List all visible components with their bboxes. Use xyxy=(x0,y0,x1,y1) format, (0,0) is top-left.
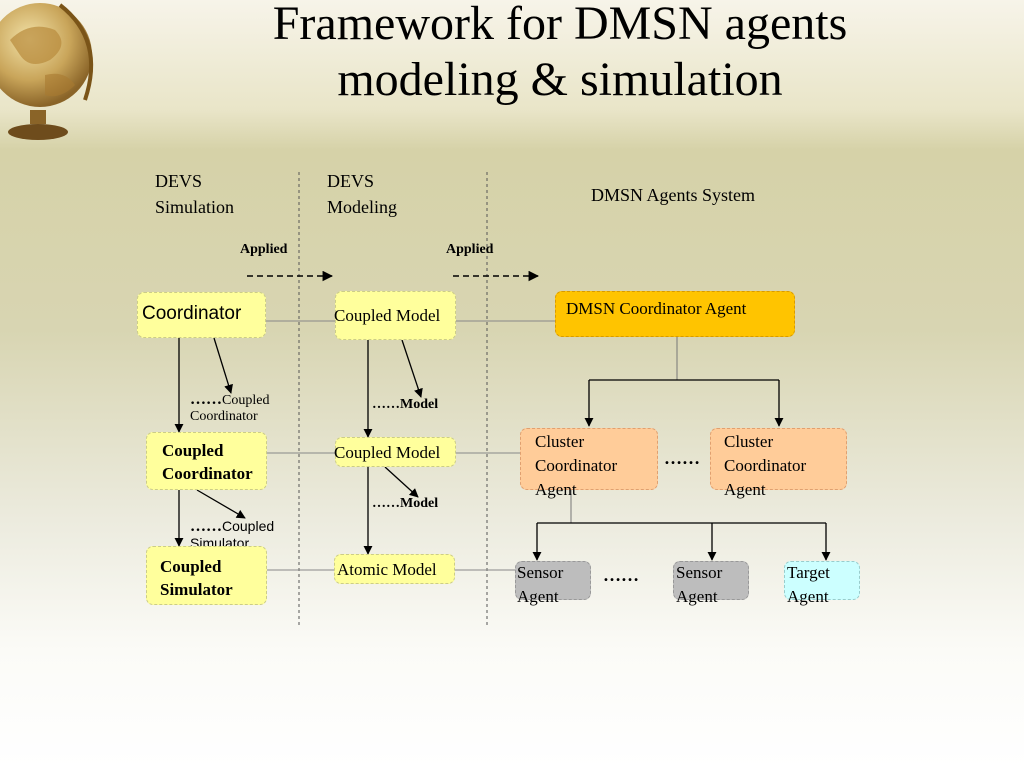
coupled-model-label-1: Coupled Model xyxy=(334,306,441,325)
dots-1: …… xyxy=(190,391,222,408)
header-devs-simulation-line2: Simulation xyxy=(155,197,235,217)
target-line2: Agent xyxy=(787,587,829,606)
dots-2: …… xyxy=(190,518,222,535)
coupled-model-box-1: Coupled Model xyxy=(334,291,456,340)
coupled-coordinator-note-line2: Coordinator xyxy=(190,409,258,424)
cluster-1-line3: Agent xyxy=(535,480,577,499)
sensor-1-line1: Sensor xyxy=(517,563,564,582)
cluster-2-line2: Coordinator xyxy=(724,456,807,475)
coupled-coordinator-box: Coupled Coordinator xyxy=(146,432,267,490)
dmsn-coordinator-agent-label: DMSN Coordinator Agent xyxy=(566,299,747,318)
arrow-coordinator-diag xyxy=(213,337,233,394)
cluster-2-line1: Cluster xyxy=(724,432,774,451)
target-line1: Target xyxy=(787,563,830,582)
title-line-2: modeling & simulation xyxy=(337,53,783,106)
coupled-coordinator-note: ……Coupled Coordinator xyxy=(190,392,269,425)
sensor-2-line1: Sensor xyxy=(676,563,723,582)
atomic-model-box: Atomic Model xyxy=(334,554,455,584)
header-devs-simulation-line1: DEVS xyxy=(155,171,203,191)
cluster-1-line1: Cluster xyxy=(535,432,585,451)
coupled-simulator-note-line1: Coupled xyxy=(222,518,275,534)
header-devs-modeling: DEVS Modeling xyxy=(327,168,397,220)
cluster-dots: …… xyxy=(664,448,700,468)
sensor-agent-1: Sensor Agent xyxy=(515,561,591,606)
header-dmsn-agents-system: DMSN Agents System xyxy=(591,185,756,205)
dmsn-coordinator-agent-box: DMSN Coordinator Agent xyxy=(555,291,795,337)
globe-icon xyxy=(0,3,94,140)
arrow-coupled-coord-diag xyxy=(196,489,246,519)
coupled-simulator-line2: Simulator xyxy=(160,580,233,599)
coupled-coordinator-line1: Coupled xyxy=(162,441,224,460)
atomic-model-label: Atomic Model xyxy=(337,560,437,579)
title-line-1: Framework for DMSN agents xyxy=(272,0,848,50)
cluster-coordinator-agent-1: Cluster Coordinator Agent xyxy=(520,428,658,499)
sensor-dots: …… xyxy=(603,565,639,585)
page-title: Framework for DMSN agents modeling & sim… xyxy=(160,0,960,106)
coordinator-box: Coordinator xyxy=(137,292,266,338)
coupled-simulator-box: Coupled Simulator xyxy=(146,546,267,605)
coordinator-label: Coordinator xyxy=(142,303,242,324)
model-note-1: ……Model xyxy=(372,397,439,412)
sensor-1-line2: Agent xyxy=(517,587,559,606)
cluster-coordinator-agent-2: Cluster Coordinator Agent xyxy=(710,428,847,499)
header-devs-simulation: DEVS Simulation xyxy=(155,168,234,220)
applied-label-left: Applied xyxy=(240,242,288,257)
coupled-simulator-line1: Coupled xyxy=(160,557,222,576)
target-agent: Target Agent xyxy=(784,561,860,606)
header-devs-modeling-line1: DEVS xyxy=(327,171,375,191)
applied-label-right: Applied xyxy=(446,242,494,257)
cluster-2-line3: Agent xyxy=(724,480,766,499)
coupled-coordinator-line2: Coordinator xyxy=(162,464,253,483)
header-devs-modeling-line2: Modeling xyxy=(327,197,397,217)
sensor-2-line2: Agent xyxy=(676,587,718,606)
coupled-model-box-2: Coupled Model xyxy=(334,437,456,467)
arrow-model2-diag xyxy=(384,466,419,498)
cluster-1-line2: Coordinator xyxy=(535,456,618,475)
coupled-model-label-2: Coupled Model xyxy=(334,443,441,462)
coupled-coordinator-note-line1: Coupled xyxy=(222,393,270,408)
model-note-2: ……Model xyxy=(372,496,439,511)
arrow-model1-diag xyxy=(401,339,423,398)
sensor-agent-2: Sensor Agent xyxy=(673,561,749,606)
